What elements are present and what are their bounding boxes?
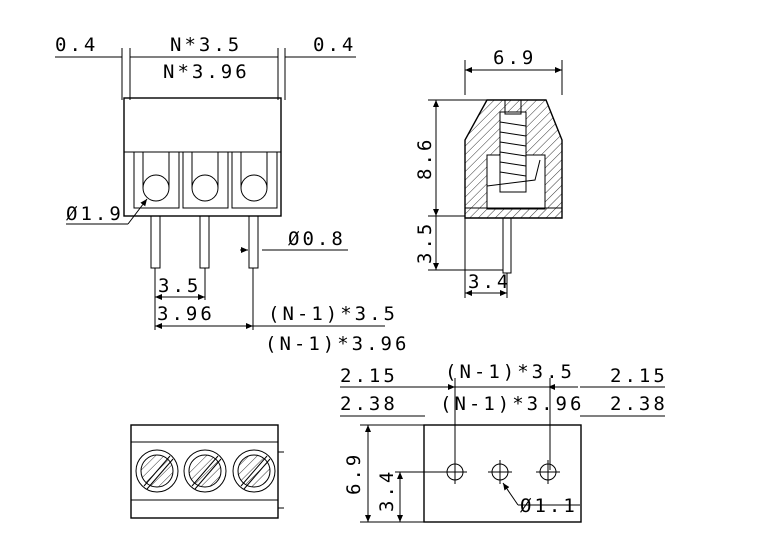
dim-fp-hole-offset: 3.4 [376,469,398,512]
dim-pin-dia: Ø0.8 [288,228,346,250]
front-view: 0.4 N*3.5 N*3.96 0.4 Ø1.9 [55,34,409,355]
dim-width-35: N*3.5 [170,34,242,56]
dim-side-pin-offset: 3.4 [468,271,511,293]
dim-fp-238-right: 2.38 [610,393,668,415]
top-body [130,424,279,519]
dim-fp-height: 6.9 [343,452,365,495]
dim-pitch-396: 3.96 [157,303,215,325]
side-view: 6.9 8.6 3.5 3.4 [414,47,563,298]
dim-fp-215-right: 2.15 [610,365,668,387]
dim-right-margin: 0.4 [313,34,356,56]
side-body [464,99,563,219]
footprint-outline [423,424,582,523]
dim-span-396: (N-1)*3.96 [265,333,409,355]
front-pins [150,215,259,269]
front-openings [133,151,278,209]
dim-left-margin: 0.4 [55,34,98,56]
dim-span-35: (N-1)*3.5 [268,303,398,325]
dim-fp-238-left: 2.38 [340,393,398,415]
dim-pin-hole: Ø1.9 [66,203,124,225]
dim-fp-215-left: 2.15 [340,365,398,387]
side-pin [502,217,512,274]
dim-fp-hole-dia: Ø1.1 [520,495,578,517]
screw [499,99,527,177]
footprint-holes [443,460,560,484]
top-view [130,424,284,519]
dim-width-396: N*3.96 [163,61,250,83]
dim-fp-span-396: (N-1)*3.96 [440,393,584,415]
footprint-view: 2.15 2.38 (N-1)*3.5 (N-1)*3.96 2.15 2.38… [340,361,668,523]
dim-side-width: 6.9 [493,47,536,69]
dim-pitch-35: 3.5 [158,275,201,297]
dim-fp-span-35: (N-1)*3.5 [445,361,575,383]
dim-side-height: 8.6 [414,137,436,180]
dim-side-pin-length: 3.5 [414,221,436,264]
top-screws [135,449,276,493]
